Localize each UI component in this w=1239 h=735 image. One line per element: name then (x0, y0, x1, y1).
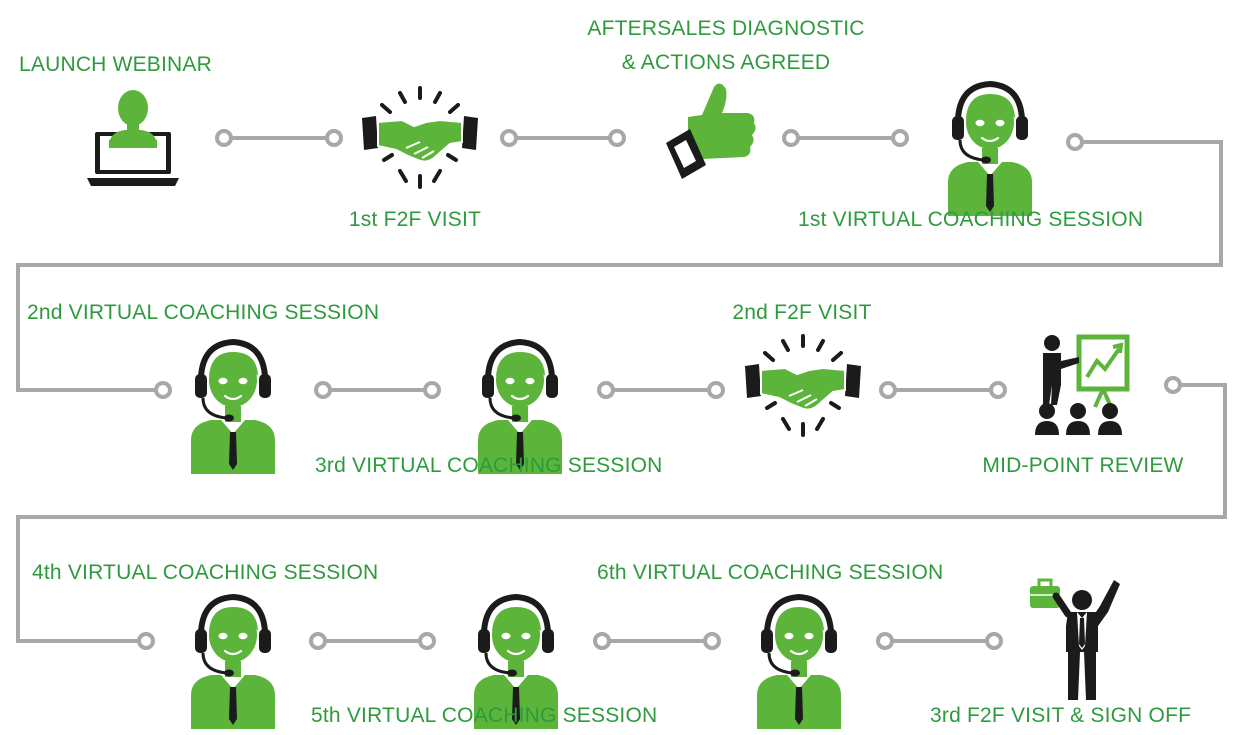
timeline-node (985, 632, 1003, 650)
timeline-node (1164, 376, 1182, 394)
handshake-icon (743, 334, 863, 437)
step-label-1st-f2f-visit: 1st F2F VISIT (348, 208, 482, 231)
timeline-node (418, 632, 436, 650)
timeline-node (1066, 133, 1084, 151)
timeline-node (423, 381, 441, 399)
timeline-node (597, 381, 615, 399)
timeline-node (879, 381, 897, 399)
headset-agent-icon (757, 597, 841, 729)
handshake-icon (360, 86, 480, 189)
timeline-node (876, 632, 894, 650)
thumbs-up-icon (666, 83, 756, 179)
timeline-node (593, 632, 611, 650)
step-label-4th-virtual-coaching: 4th VIRTUAL COACHING SESSION (32, 561, 379, 584)
timeline-node (314, 381, 332, 399)
timeline-node (215, 129, 233, 147)
timeline-node (154, 381, 172, 399)
step-label-launch-webinar: LAUNCH WEBINAR (19, 53, 212, 76)
presentation-audience-icon (1035, 334, 1130, 435)
step-label-2nd-f2f-visit: 2nd F2F VISIT (732, 301, 872, 324)
laptop-person-icon (87, 90, 179, 186)
step-label-5th-virtual-coaching: 5th VIRTUAL COACHING SESSION (311, 704, 658, 727)
headset-agent-icon (191, 597, 275, 729)
timeline-node (608, 129, 626, 147)
step-label-1st-virtual-coaching: 1st VIRTUAL COACHING SESSION (798, 208, 1144, 231)
timeline-node (309, 632, 327, 650)
timeline-node (325, 129, 343, 147)
step-label-3rd-virtual-coaching: 3rd VIRTUAL COACHING SESSION (315, 454, 663, 477)
step-label-3rd-f2f-sign-off: 3rd F2F VISIT & SIGN OFF (930, 704, 1192, 727)
headset-agent-icon (191, 342, 275, 474)
step-label-aftersales-line2: & ACTIONS AGREED (621, 51, 831, 74)
timeline-node (137, 632, 155, 650)
timeline-node (891, 129, 909, 147)
step-label-mid-point-review: MID-POINT REVIEW (982, 454, 1184, 477)
businessman-briefcase-icon (1030, 578, 1120, 700)
headset-agent-icon (948, 84, 1032, 216)
step-label-2nd-virtual-coaching: 2nd VIRTUAL COACHING SESSION (27, 301, 380, 324)
step-label-6th-virtual-coaching: 6th VIRTUAL COACHING SESSION (597, 561, 944, 584)
timeline-node (707, 381, 725, 399)
step-label-aftersales-line1: AFTERSALES DIAGNOSTIC (587, 17, 865, 40)
timeline-node (500, 129, 518, 147)
timeline-nodes (137, 129, 1182, 650)
timeline-node (989, 381, 1007, 399)
timeline-node (782, 129, 800, 147)
timeline-node (703, 632, 721, 650)
